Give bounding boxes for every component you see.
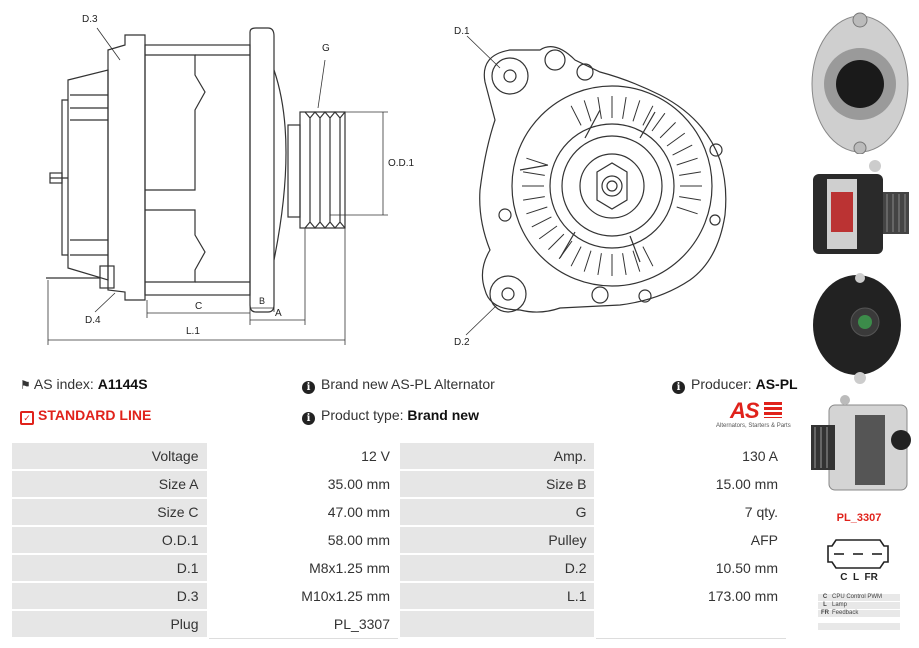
label-d3: D.3 [82,14,98,25]
label-b: B [259,296,266,306]
logo-text: AS [730,398,760,423]
legend-desc: Lamp [832,602,848,608]
producer-value: AS-PL [755,376,798,392]
spec-value: 130 A [594,441,788,471]
spec-label: Amp. [397,441,597,471]
producer-label: Producer: [691,376,752,392]
product-photo-angle[interactable] [805,390,912,508]
legend-desc: CPU Control PWM [832,594,883,600]
product-photo-side[interactable] [805,154,912,274]
spec-label: L.1 [397,581,597,611]
spec-value: 7 qty. [594,497,788,527]
spec-value: 10.50 mm [594,553,788,583]
product-type-info: i Product type: Brand new [302,407,479,425]
legend-key: FR [821,610,829,616]
plug-pins: C L FR [840,572,878,583]
as-logo: AS Alternators, Starters & Parts [716,398,791,432]
spec-label: Pulley [397,525,597,555]
spec-label: D.3 [10,581,209,611]
spec-label: G [397,497,597,527]
spec-value: 58.00 mm [206,525,400,555]
as-index-value: A1144S [97,376,148,392]
label-l1: L.1 [186,326,200,337]
label-a: A [275,308,282,319]
spec-value: AFP [594,525,788,555]
brand-text: Brand new AS-PL Alternator [321,376,495,392]
spec-label: Size C [10,497,209,527]
logo-tagline: Alternators, Starters & Parts [716,423,791,429]
logo-stripes [764,402,782,418]
spec-value: 35.00 mm [206,469,400,499]
spec-value [594,609,788,639]
label-d4: D.4 [85,315,101,326]
spec-value: 15.00 mm [594,469,788,499]
brand-info: i Brand new AS-PL Alternator [302,376,495,394]
spec-label: D.1 [10,553,209,583]
label-d1: D.1 [454,26,470,37]
spec-label [397,609,597,639]
product-type-label: Product type: [321,407,404,423]
spec-value: M10x1.25 mm [206,581,400,611]
product-photo-front[interactable] [805,6,912,155]
standard-line-badge: ✓ STANDARD LINE [20,407,151,425]
legend-key: L [823,602,827,608]
spec-value: 47.00 mm [206,497,400,527]
spec-label: Size B [397,469,597,499]
spec-label: Size A [10,469,209,499]
spec-value: 12 V [206,441,400,471]
spec-value: 173.00 mm [594,581,788,611]
legend-row-empty [818,623,900,630]
label-c: C [195,301,203,312]
spec-label: D.2 [397,553,597,583]
info-icon: i [302,412,315,425]
plug-name: PL_3307 [836,512,882,524]
label-d2: D.2 [454,337,470,348]
label-g: G [322,43,330,54]
spec-label: Plug [10,609,209,639]
product-type-value: Brand new [407,407,479,423]
checkbox-icon: ✓ [20,411,34,425]
as-index-label: AS index: [33,376,94,392]
plug-connector-icon [827,539,889,569]
legend-key: C [822,594,828,600]
spec-value: PL_3307 [206,609,400,639]
legend-desc: Feedback [832,610,859,616]
spec-label: O.D.1 [10,525,209,555]
info-icon: i [302,381,315,394]
producer-info: i Producer: AS-PL [672,376,798,394]
legend-row: C CPU Control PWM [818,594,900,601]
label-od1: O.D.1 [388,158,415,169]
legend-row: L Lamp [818,602,900,609]
as-index: ⚑ AS index: A1144S [20,376,148,392]
info-icon: i [672,381,685,394]
spec-value: M8x1.25 mm [206,553,400,583]
product-photo-rear[interactable] [805,270,912,390]
standard-line-label: STANDARD LINE [38,407,152,423]
spec-label: Voltage [10,441,209,471]
tag-icon: ⚑ [20,378,31,392]
